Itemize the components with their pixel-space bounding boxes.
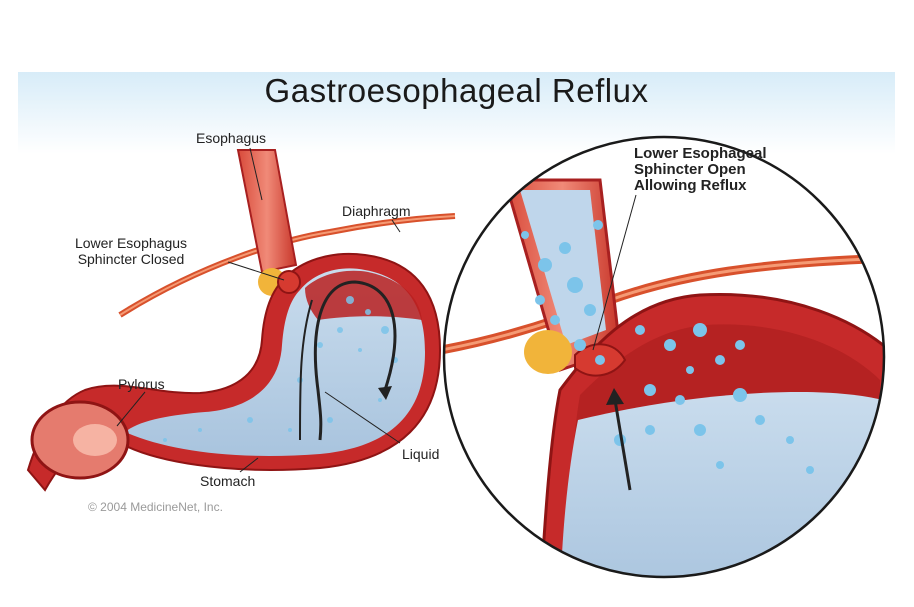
flow-arrow-left <box>313 280 397 441</box>
reflux-arrow <box>613 399 632 491</box>
les-closed-label-line2: Sphincter Closed <box>77 251 185 267</box>
stomach-leader <box>239 457 259 473</box>
les-open-label: Lower Esophageal Sphincter Open Allowing… <box>634 146 767 194</box>
copyright-notice: © 2004 MedicineNet, Inc. <box>88 500 223 514</box>
esophagus <box>236 149 298 274</box>
header-band <box>18 72 895 154</box>
les-open-label-line2: Sphincter Open <box>634 161 746 178</box>
les-closed-leader <box>227 261 285 281</box>
zoom-circle <box>442 135 886 579</box>
esophagus-leader <box>249 147 263 201</box>
les-open-label-line1: Lower Esophageal <box>634 145 767 162</box>
pylorus-label: Pylorus <box>118 376 165 392</box>
bubbles-left <box>163 296 398 442</box>
les-open-leader <box>592 194 637 351</box>
les-open-label-line3: Allowing Reflux <box>634 177 747 194</box>
diaphragm-leader <box>391 219 401 233</box>
les-closed-label: Lower Esophagus Sphincter Closed <box>36 235 226 267</box>
liquid-label: Liquid <box>402 446 440 462</box>
sphincter-closed <box>277 270 301 294</box>
esophagus-label: Esophagus <box>196 130 267 146</box>
pylorus-leader <box>116 391 146 427</box>
liquid-leader <box>324 391 401 444</box>
diaphragm-label: Diaphragm <box>342 203 411 219</box>
diagram-title: Gastroesophageal Reflux <box>264 72 649 109</box>
les-closed-label-line1: Lower Esophagus <box>74 235 188 251</box>
bubbles-right <box>521 220 814 474</box>
stomach-label: Stomach <box>200 473 256 489</box>
